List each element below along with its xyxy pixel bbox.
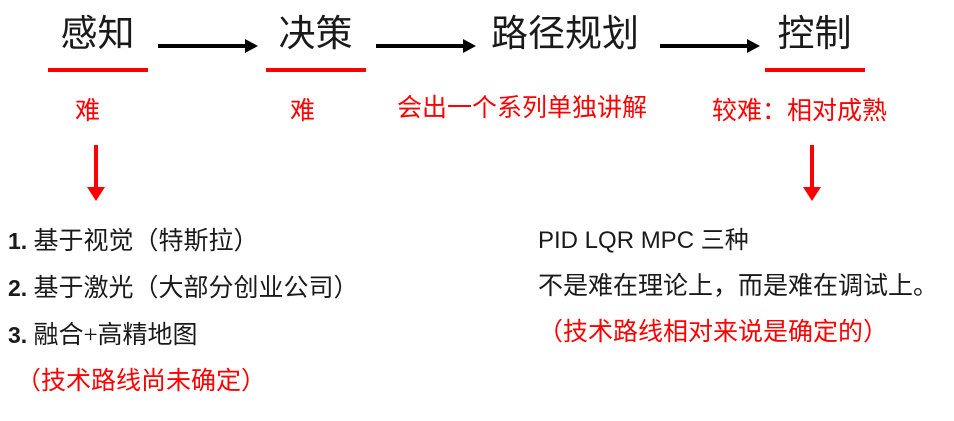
controller-methods-heading: PID LQR MPC 三种 <box>538 227 749 254</box>
list-item-number: 1. <box>8 228 28 254</box>
flow-arrow-right-icon <box>158 39 258 53</box>
pipeline-node-perception[interactable]: 感知 <box>45 12 150 72</box>
list-item: 3. 融合+高精地图 <box>8 312 478 359</box>
list-item-label: 融合+高精地图 <box>33 322 198 349</box>
red-underline <box>480 68 650 72</box>
list-item-number: 3. <box>8 322 28 348</box>
pipeline-node-path-planning[interactable]: 路径规划 <box>475 12 655 72</box>
pipeline-flow: 感知 决策 路径规划 控制 <box>0 12 954 87</box>
flow-arrow-right-icon <box>376 39 476 53</box>
red-underline <box>265 68 366 72</box>
left-column-note: （技术路线尚未确定） <box>16 368 267 395</box>
list-item-label: 基于视觉（特斯拉） <box>33 228 259 255</box>
left-detail-column: 1. 基于视觉（特斯拉） 2. 基于激光（大部分创业公司） 3. 融合+高精地图… <box>8 218 478 405</box>
pipeline-node-label: 感知 <box>60 14 135 55</box>
arrow-shaft <box>660 44 748 48</box>
list-item-number: 2. <box>8 275 28 301</box>
arrow-shaft <box>94 145 98 187</box>
pipeline-node-label: 控制 <box>777 14 852 55</box>
pipeline-node-decision[interactable]: 决策 <box>263 12 368 72</box>
list-item: 2. 基于激光（大部分创业公司） <box>8 265 478 312</box>
arrow-shaft <box>376 44 464 48</box>
pipeline-node-label: 路径规划 <box>491 14 639 55</box>
annotation-perception: 难 <box>75 98 101 125</box>
flow-arrow-right-icon <box>660 39 760 53</box>
controller-difficulty-text: 不是难在理论上，而是难在调试上。 <box>538 273 939 300</box>
pipeline-node-label: 决策 <box>278 14 353 55</box>
red-arrow-down-icon-right <box>803 145 821 201</box>
arrow-head <box>747 39 760 53</box>
arrow-head <box>245 39 258 53</box>
annotation-decision: 难 <box>290 98 316 125</box>
red-underline <box>47 68 148 72</box>
arrow-shaft <box>158 44 246 48</box>
arrow-head <box>87 187 105 201</box>
red-underline <box>764 68 865 72</box>
arrow-shaft <box>810 145 814 187</box>
arrow-head <box>463 39 476 53</box>
list-item-label: 基于激光（大部分创业公司） <box>33 275 359 302</box>
list-item: 1. 基于视觉（特斯拉） <box>8 218 478 265</box>
right-detail-column: PID LQR MPC 三种 不是难在理论上，而是难在调试上。 （技术路线相对来… <box>538 218 954 356</box>
pipeline-node-control[interactable]: 控制 <box>762 12 867 72</box>
arrow-head <box>803 187 821 201</box>
red-arrow-down-icon-left <box>87 145 105 201</box>
annotation-control: 较难：相对成熟 <box>712 98 888 125</box>
annotation-path-planning: 会出一个系列单独讲解 <box>397 95 648 122</box>
right-column-note: （技术路线相对来说是确定的） <box>538 319 889 346</box>
